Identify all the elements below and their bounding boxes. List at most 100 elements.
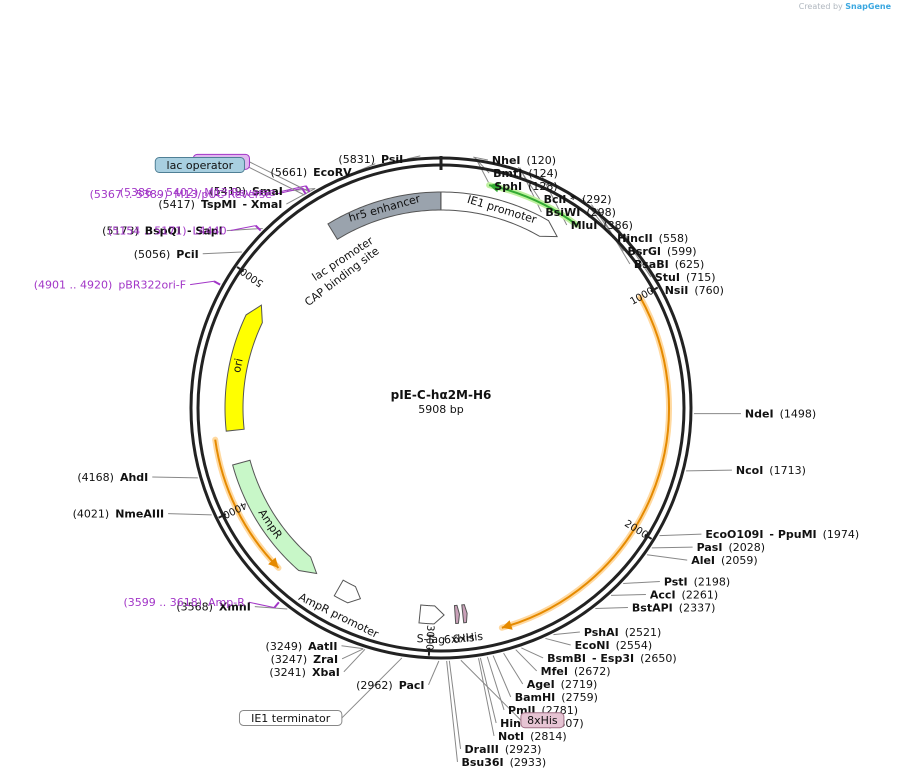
site-leader-line — [611, 593, 646, 596]
restriction-site: NcoI (1713) — [736, 464, 806, 477]
site-name: BsrGI — [627, 245, 660, 258]
restriction-site: BmtI(124) — [493, 167, 558, 180]
site-name: XbaI — [312, 666, 340, 679]
site-position: (2719) — [561, 678, 598, 691]
site-position: (625) — [675, 258, 705, 271]
site-leader-line — [646, 554, 688, 561]
site-position: (2650) — [640, 652, 677, 665]
site-name: BsmBI — [547, 652, 586, 665]
restriction-site: PstI(2198) — [664, 575, 730, 588]
site-name: TspMI — [201, 198, 237, 211]
restriction-site: AgeI(2719) — [527, 678, 598, 691]
boxed-label-text: IE1 terminator — [251, 712, 331, 725]
site-position: (5173) — [102, 225, 139, 238]
site-leader-line — [479, 657, 497, 724]
site-name: NcoI — [736, 464, 763, 477]
restriction-site: BstAPI(2337) — [632, 601, 715, 614]
site-position: (760) — [694, 284, 724, 297]
site-position: (5417) — [158, 198, 195, 211]
site-name: BsaBI — [634, 258, 669, 271]
site-position: (3249) — [266, 640, 303, 653]
site-name: PshAI — [584, 626, 619, 639]
restriction-site: HincII(558) — [617, 232, 688, 245]
site-alt-name: - Esp3I — [592, 652, 634, 665]
feature-6xhis — [461, 604, 468, 624]
boxed-label-text: 8xHis — [527, 714, 558, 727]
site-name: BsiWI — [545, 206, 580, 219]
primer-label: (4901 .. 4920)pBR322ori-F — [34, 279, 186, 292]
credit-prefix: Created by — [798, 2, 843, 11]
primer-label: (5367 .. 5389)M13/pUC Reverse — [90, 188, 272, 201]
restriction-site: (2962) PacI — [356, 679, 424, 692]
site-leader-line — [341, 648, 364, 660]
site-name: PasI — [697, 541, 723, 554]
restriction-site: NotI(2814) — [498, 730, 567, 743]
site-position: (3568) — [176, 601, 213, 614]
site-position: (715) — [686, 271, 716, 284]
restriction-site: (5831)PsiI — [338, 153, 403, 166]
site-name: AhdI — [120, 471, 148, 484]
site-leader-line — [478, 658, 495, 737]
box-leader-line — [249, 161, 310, 193]
boxed-label-box — [154, 157, 245, 174]
site-position: (4021) — [73, 508, 110, 521]
scale-tick — [218, 513, 227, 519]
site-leader-line — [545, 637, 571, 646]
site-position: (2261) — [682, 588, 719, 601]
feature-hr5-enhancer — [327, 191, 442, 240]
site-position: (2962) — [356, 679, 393, 692]
site-name: MfeI — [541, 665, 568, 678]
primer-range: (5386 .. 5402) — [120, 186, 199, 199]
site-name: NheI — [492, 154, 521, 167]
site-leader-line — [446, 660, 458, 763]
site-name: PacI — [399, 679, 425, 692]
site-position: (3247) — [271, 653, 308, 666]
site-name: AleI — [691, 554, 715, 567]
site-position: (3241) — [269, 666, 306, 679]
box-leader-line — [341, 657, 403, 719]
site-position: (1974) — [823, 528, 860, 541]
restriction-site: (5417) TspMI - XmaI — [158, 198, 282, 211]
restriction-site: StuI (715) — [655, 271, 716, 284]
site-position: (5056) — [134, 248, 171, 261]
site-leader-line — [343, 648, 366, 673]
site-leader-line — [659, 533, 702, 537]
site-leader-line — [553, 631, 580, 636]
site-position: (292) — [582, 193, 612, 206]
site-position: (1498) — [780, 408, 817, 421]
site-position: (2337) — [679, 601, 716, 614]
primer-name: M13 Reverse — [204, 186, 275, 199]
primer-range: (3599 .. 3618) — [123, 596, 202, 609]
restriction-site: EcoNI(2554) — [575, 639, 652, 652]
site-leader-line — [486, 656, 505, 711]
site-leader-line — [254, 606, 288, 610]
restriction-site: (5056)PciI — [134, 248, 199, 261]
site-position: (2923) — [505, 743, 542, 756]
primer-mark — [301, 187, 307, 195]
site-position: (1713) — [769, 464, 806, 477]
site-position: (558) — [659, 232, 689, 245]
scale-tick — [650, 286, 659, 293]
site-name: AatII — [308, 640, 337, 653]
orf-arrowhead — [501, 620, 513, 630]
site-name: StuI — [655, 271, 680, 284]
boxed-label-text: lac operator — [167, 159, 234, 172]
site-leader-line — [341, 645, 363, 650]
primer-name: pBR322ori-F — [118, 279, 186, 292]
site-position: (2672) — [574, 665, 611, 678]
restriction-site: PasI(2028) — [697, 541, 765, 554]
scale-tick — [644, 533, 653, 540]
feature-label: 6xHis — [443, 631, 475, 646]
feature-arrows — [212, 182, 672, 631]
site-leader-line — [651, 546, 693, 549]
site-name: NdeI — [745, 408, 774, 421]
primer-mark — [273, 601, 280, 609]
feature-ampr-promoter — [333, 579, 362, 604]
restriction-site: NdeI (1498) — [745, 408, 816, 421]
site-leader-line — [623, 580, 660, 585]
site-alt-name: - XmaI — [242, 198, 282, 211]
primer-name: L4440 — [193, 225, 227, 238]
site-leader-line — [448, 660, 462, 750]
site-position: (2554) — [616, 639, 653, 652]
site-name: AccI — [650, 588, 676, 601]
